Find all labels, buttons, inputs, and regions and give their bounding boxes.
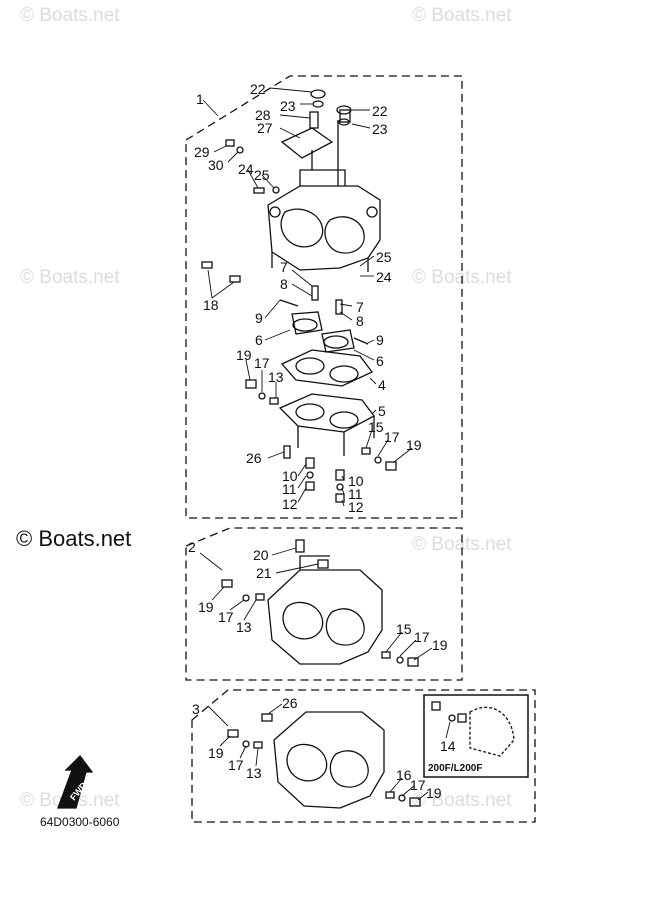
callout-19: 19 <box>426 785 442 801</box>
callout-9: 9 <box>255 310 263 326</box>
watermark: © Boats.net <box>20 5 120 26</box>
inset-box <box>423 694 529 778</box>
callout-17: 17 <box>254 355 270 371</box>
callout-19: 19 <box>432 637 448 653</box>
callout-7: 7 <box>280 259 288 275</box>
callout-19: 19 <box>198 599 214 615</box>
callout-10: 10 <box>348 473 364 489</box>
callout-15: 15 <box>368 419 384 435</box>
watermark: © Boats.net <box>20 267 120 288</box>
callout-19: 19 <box>208 745 224 761</box>
callout-17: 17 <box>410 777 426 793</box>
callout-8: 8 <box>356 313 364 329</box>
callout-23: 23 <box>280 98 296 114</box>
callout-20: 20 <box>253 547 269 563</box>
callout-2: 2 <box>188 539 196 555</box>
part-code: 64D0300-6060 <box>40 815 120 829</box>
callout-10: 10 <box>282 468 298 484</box>
callout-11: 11 <box>348 486 363 502</box>
callout-27: 27 <box>257 120 273 136</box>
callout-28: 28 <box>255 107 271 123</box>
callout-22: 22 <box>372 103 388 119</box>
callout-26: 26 <box>246 450 262 466</box>
callout-1: 1 <box>196 91 204 107</box>
cover-plate <box>280 127 334 159</box>
watermark: © Boats.net <box>412 5 512 26</box>
callout-9: 9 <box>376 332 384 348</box>
gasket <box>280 349 374 387</box>
group3-outline <box>191 689 536 823</box>
callout-25: 25 <box>376 249 392 265</box>
callout-13: 13 <box>236 619 252 635</box>
fwd-arrow <box>57 755 94 809</box>
callout-23: 23 <box>372 121 388 137</box>
carburetor-middle <box>267 539 383 665</box>
callout-17: 17 <box>218 609 234 625</box>
callout-17: 17 <box>228 757 244 773</box>
callout-7: 7 <box>356 299 364 315</box>
callout-12: 12 <box>282 496 298 512</box>
float-chamber <box>278 393 375 433</box>
callout-6: 6 <box>376 353 384 369</box>
watermark: © Boats.net <box>412 790 512 811</box>
carburetor-lower <box>273 711 385 809</box>
callout-24: 24 <box>376 269 392 285</box>
callout-3: 3 <box>192 701 200 717</box>
callout-14: 14 <box>440 738 456 754</box>
callout-6: 6 <box>255 332 263 348</box>
callout-13: 13 <box>268 369 284 385</box>
callout-8: 8 <box>280 276 288 292</box>
carburetor-upper <box>267 109 381 272</box>
callout-19: 19 <box>236 347 252 363</box>
callout-4: 4 <box>378 377 386 393</box>
callout-19: 19 <box>406 437 422 453</box>
callout-24: 24 <box>238 161 254 177</box>
callout-11: 11 <box>282 481 297 497</box>
float-right <box>321 329 355 353</box>
group2-outline <box>185 527 463 681</box>
watermark: © Boats.net <box>412 534 512 555</box>
callout-12: 12 <box>348 499 364 515</box>
callout-17: 17 <box>384 429 400 445</box>
callout-17: 17 <box>414 629 430 645</box>
inset-model-label: 200F/L200F <box>428 763 483 774</box>
callout-21: 21 <box>256 565 272 581</box>
callout-30: 30 <box>208 157 224 173</box>
callout-16: 16 <box>396 767 412 783</box>
callout-18: 18 <box>203 297 219 313</box>
callout-25: 25 <box>254 167 270 183</box>
callout-13: 13 <box>246 765 262 781</box>
callout-29: 29 <box>194 144 210 160</box>
callout-15: 15 <box>396 621 412 637</box>
callout-26: 26 <box>282 695 298 711</box>
copyright-watermark: © Boats.net <box>16 526 132 551</box>
callout-5: 5 <box>378 403 386 419</box>
callout-22: 22 <box>250 81 266 97</box>
leader-lines <box>199 87 451 801</box>
